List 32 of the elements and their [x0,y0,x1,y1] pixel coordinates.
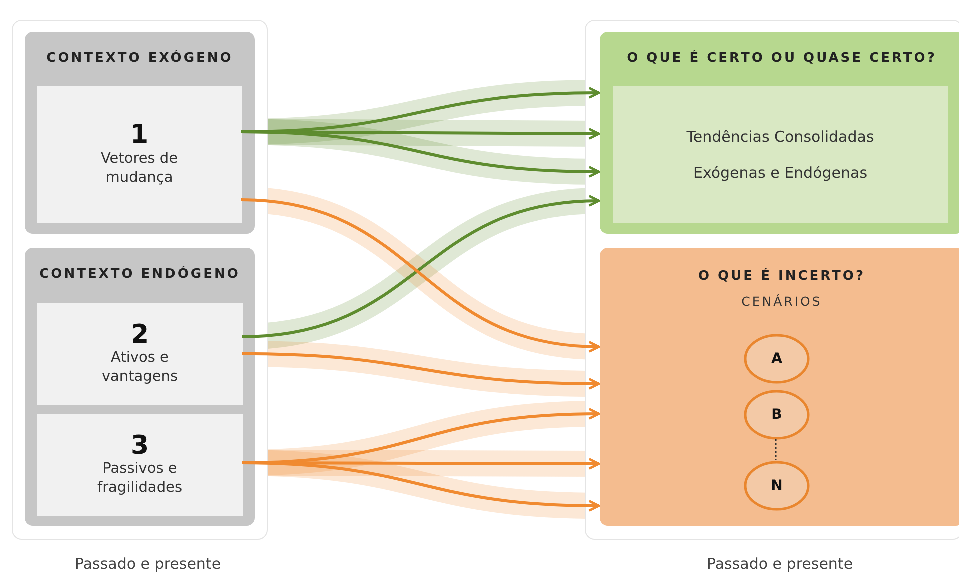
panel-heading: O QUE É CERTO OU QUASE CERTO? [626,51,938,66]
factor-label: Ativos e vantagens [100,349,180,388]
panel-background [585,20,959,540]
scenario-letter: A [772,351,782,367]
arrow [242,352,600,390]
panel-caption: Passado e presente [74,555,222,573]
group-panel [25,248,255,526]
factor-card [37,303,243,405]
factor-number: 1 [130,121,149,150]
panel-heading: O QUE É INCERTO? [697,269,867,284]
trend-text: Tendências Consolidadas [686,128,874,146]
scenario-letter: N [771,478,783,494]
panel-caption: Passado e presente [706,555,854,573]
factor-card [37,86,242,223]
arrow [242,462,600,512]
trend-card [613,86,948,223]
panel-background [12,20,268,540]
connector-line [775,439,777,460]
panel-heading: CONTEXTO ENDÓGENO [38,267,242,282]
factor-number: 2 [130,320,150,350]
factor-number: 3 [130,432,150,460]
arrow [240,130,600,178]
certainty-panel [600,32,959,234]
factor-label: Passivos e fragilidades [96,460,184,498]
factor-card [37,414,243,516]
group-panel [25,32,255,234]
factor-label: Vetores de mudança [100,150,180,188]
uncertainty-panel [600,248,959,526]
panel-subheading: CENÁRIOS [740,294,824,309]
scenario-letter: B [772,407,782,423]
trend-text: Exógenas e Endógenas [693,164,868,182]
panel-heading: CONTEXTO EXÓGENO [46,51,234,66]
